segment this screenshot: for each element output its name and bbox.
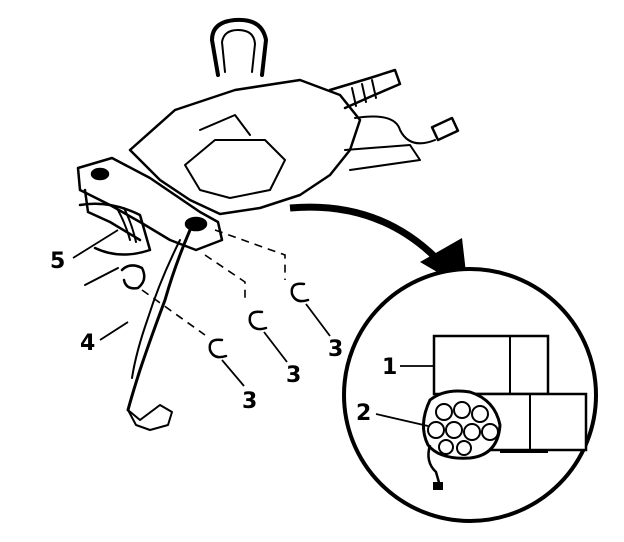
clip-3-right bbox=[290, 282, 310, 303]
steering-column-assembly bbox=[76, 17, 460, 431]
detail-arrow bbox=[289, 203, 443, 265]
callout-1: 1 bbox=[382, 355, 397, 380]
callout-3-middle: 3 bbox=[286, 363, 301, 388]
column-body bbox=[128, 78, 362, 216]
callout-3-right: 3 bbox=[328, 337, 343, 362]
harness-clip bbox=[120, 264, 146, 290]
bracket-bolt-right bbox=[184, 216, 208, 232]
detail-block-upper bbox=[432, 334, 550, 396]
column-tube-left bbox=[78, 202, 152, 256]
upper-shaft bbox=[328, 68, 402, 110]
detail-wires bbox=[427, 401, 499, 456]
clip-3-left bbox=[208, 338, 228, 359]
retaining-clips bbox=[208, 282, 310, 359]
detail-tail-wire bbox=[427, 444, 442, 487]
upper-wire bbox=[354, 115, 436, 145]
clip-3-middle bbox=[248, 310, 268, 331]
detail-view bbox=[342, 267, 598, 523]
alignment-lines bbox=[141, 229, 286, 336]
upper-connector bbox=[430, 116, 460, 142]
harness-connector bbox=[127, 404, 173, 431]
callout-5: 5 bbox=[50, 249, 65, 274]
wiring-harness bbox=[126, 228, 192, 412]
callout-3-left: 3 bbox=[242, 389, 257, 414]
callout-2: 2 bbox=[356, 401, 371, 426]
callout-4: 4 bbox=[80, 331, 95, 356]
leader-lines bbox=[72, 229, 434, 427]
support-bracket bbox=[76, 156, 224, 252]
bracket-bolt-left bbox=[90, 167, 110, 181]
top-loop bbox=[210, 17, 268, 77]
